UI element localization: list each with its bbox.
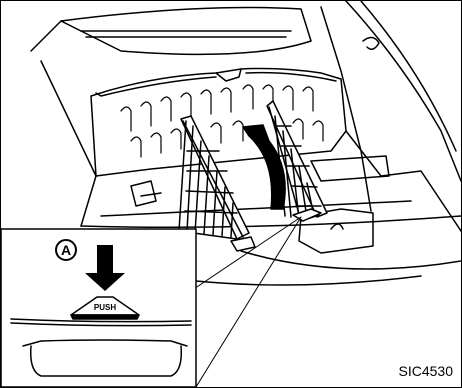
push-label: PUSH — [94, 303, 116, 312]
seatback-panel — [91, 69, 346, 177]
callout-letter: A — [61, 242, 71, 258]
figure-code: SIC4530 — [399, 363, 453, 379]
